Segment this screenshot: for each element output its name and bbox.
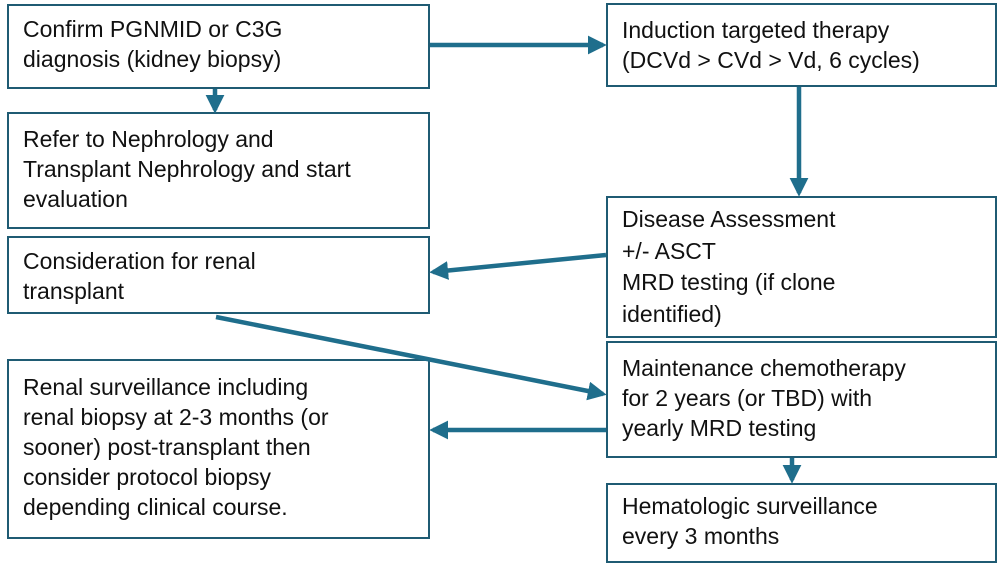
hematologic-surveillance-box: Hematologic surveillance every 3 months — [606, 483, 997, 563]
refer-nephrology-box: Refer to Nephrology and Transplant Nephr… — [7, 112, 430, 229]
induction-therapy-box: Induction targeted therapy (DCVd > CVd >… — [606, 3, 997, 87]
renal-surveillance-box: Renal surveillance including renal biops… — [7, 359, 430, 539]
arrow-assessment-to-transplant — [429, 252, 607, 280]
disease-assessment-box: Disease Assessment +/- ASCT MRD testing … — [606, 196, 997, 338]
maintenance-chemo-box: Maintenance chemotherapy for 2 years (or… — [606, 341, 997, 458]
renal-transplant-box: Consideration for renal transplant — [7, 236, 430, 314]
confirm-diagnosis-box: Confirm PGNMID or C3G diagnosis (kidney … — [7, 4, 430, 89]
